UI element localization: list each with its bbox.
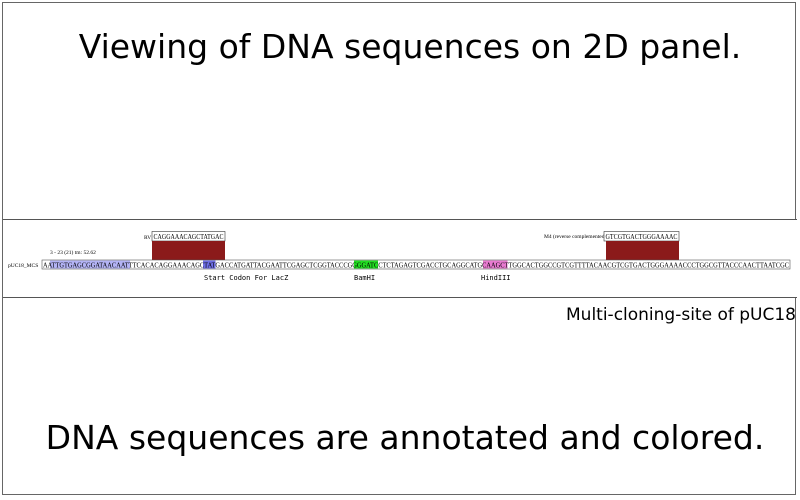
feature-hindiii-mark[interactable] [483, 260, 508, 269]
primer-rv-block[interactable] [152, 241, 225, 260]
highlight-region[interactable] [50, 260, 130, 269]
side-label: Multi-cloning-site of pUC18 [566, 305, 796, 325]
feature-hindiii-label: HindIII [481, 274, 511, 282]
primer-m4-block[interactable] [606, 241, 679, 260]
page-title: Viewing of DNA sequences on 2D panel. [78, 27, 742, 66]
primer-rv-label: RV [144, 235, 151, 241]
primer-m4-label: M4 (reverse complemented) [544, 233, 606, 240]
primer-m4-sequence: GTCGTGACTGGGAAAAC [606, 233, 678, 241]
sequence-text: AATTGTGAGCGGATAACAATTTCACACAGGAAACAGCTAT… [43, 261, 789, 269]
track-name: pUC18_MCS [8, 263, 38, 269]
primer-rv-sequence: CAGGAAACAGCTATGAC [154, 233, 224, 241]
sequence-track[interactable] [41, 259, 791, 270]
feature-bamhi-label: BamHI [354, 274, 375, 282]
feature-start-codon-label: Start Codon For LacZ [204, 274, 288, 282]
feature-start-codon-mark[interactable] [203, 260, 216, 269]
sequence-viewer-panel[interactable]: RV CAGGAAACAGCTATGAC M4 (reverse complem… [3, 219, 797, 298]
feature-bamhi-mark[interactable] [354, 260, 378, 269]
region-tm-label: 3 - 23 (21) tm: 52.62 [50, 249, 96, 256]
page-caption: DNA sequences are annotated and colored. [45, 418, 765, 457]
sequence-canvas[interactable]: RV CAGGAAACAGCTATGAC M4 (reverse complem… [3, 220, 797, 297]
